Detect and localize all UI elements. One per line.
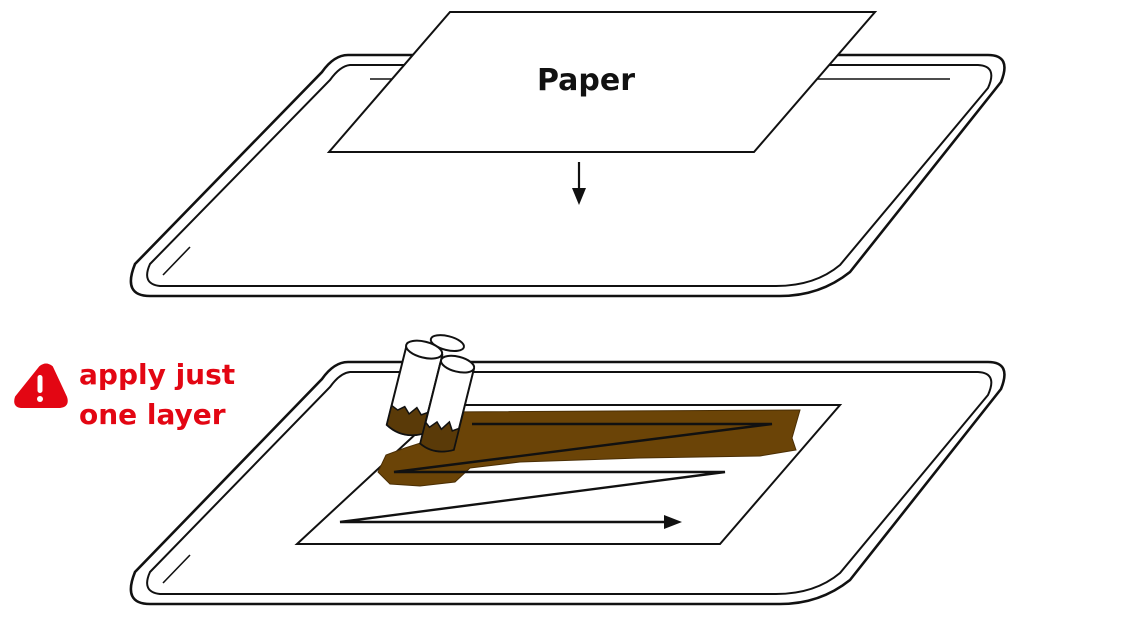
glue-stick-icon bbox=[385, 334, 476, 453]
top-tray-inner-rim bbox=[146, 64, 993, 287]
warning-line-1: apply just bbox=[79, 358, 236, 391]
paper-sheet-shape bbox=[326, 11, 878, 153]
warning-message: apply just one layer bbox=[79, 355, 319, 435]
zigzag-arrow-icon bbox=[339, 422, 773, 529]
warning-line-2: one layer bbox=[79, 398, 226, 431]
warning-triangle-icon bbox=[14, 363, 68, 408]
down-arrow-icon bbox=[572, 162, 586, 205]
bottom-tray-inner-rim bbox=[146, 371, 993, 595]
paper-sheet: Paper bbox=[326, 11, 878, 153]
paper-label: Paper bbox=[537, 63, 635, 98]
